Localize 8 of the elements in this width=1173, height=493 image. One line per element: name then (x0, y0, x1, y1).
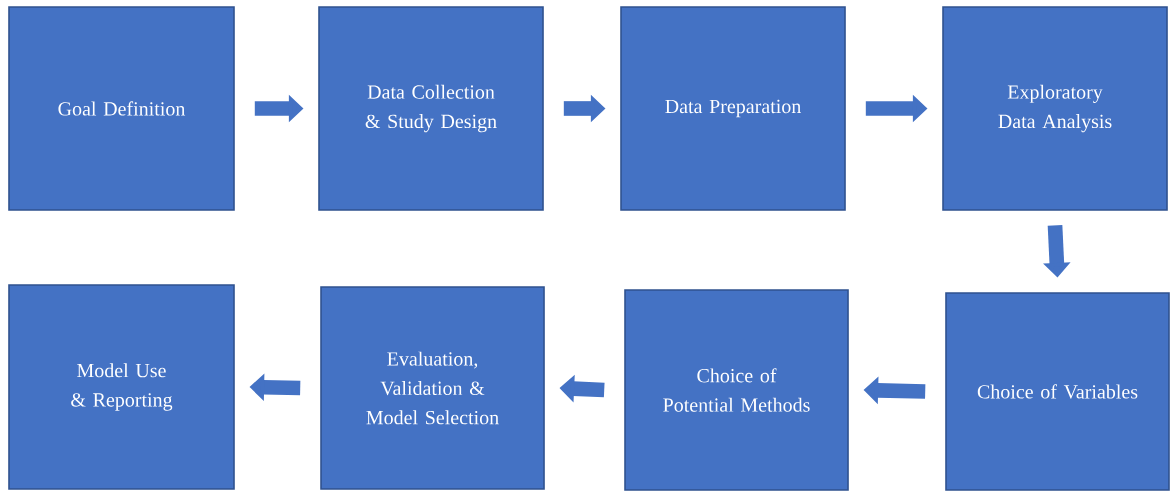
process-box: Choice of Potential Methods (624, 289, 849, 491)
process-box: Exploratory Data Analysis (942, 6, 1168, 211)
process-box: Goal Definition (8, 6, 235, 211)
process-box: Evaluation, Validation & Model Selection (320, 286, 545, 490)
process-box: Choice of Variables (945, 292, 1170, 491)
process-box: Data Collection & Study Design (318, 6, 544, 211)
process-box: Model Use & Reporting (8, 284, 235, 490)
process-box: Data Preparation (620, 6, 846, 211)
